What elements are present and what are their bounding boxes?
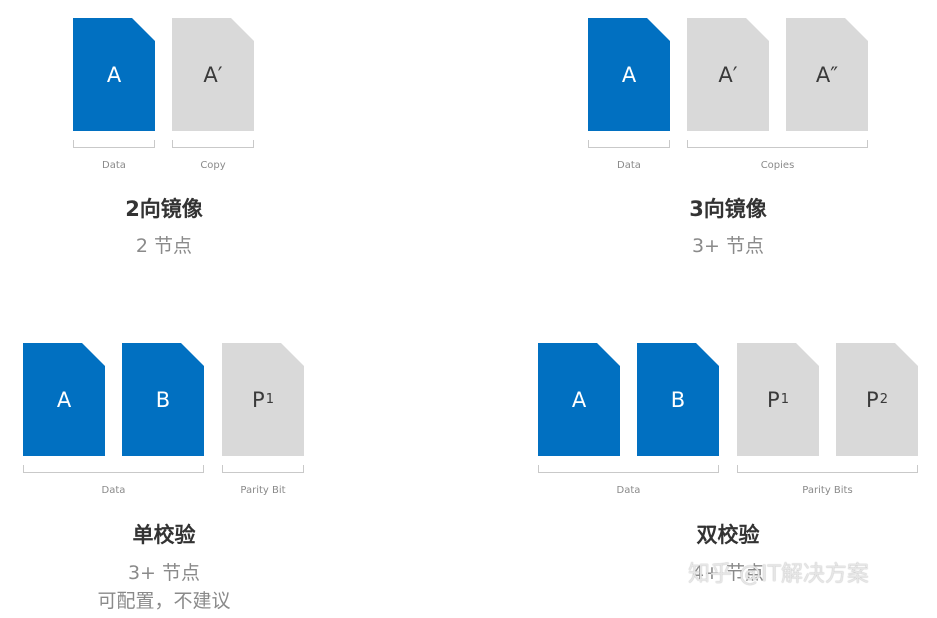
watermark: 知乎 @IT解决方案 (688, 562, 869, 587)
copy-bracket (172, 140, 254, 148)
data-block-b: B (122, 343, 204, 456)
panel-subtitle: 4+ 节点 (691, 562, 765, 584)
parity-bracket (222, 465, 304, 473)
copy-block-a-double-prime: A″ (786, 18, 868, 131)
panel-title: 单校验 (132, 523, 196, 547)
data-label: Data (101, 485, 126, 496)
copy-label: Copy (200, 160, 226, 171)
copies-label: Copies (760, 160, 795, 171)
panel-title: 3向镜像 (689, 197, 767, 221)
data-block-b: B (637, 343, 719, 456)
data-bracket (73, 140, 155, 148)
panel-title: 双校验 (696, 523, 760, 547)
panel-subtitle: 2 节点 (135, 235, 193, 257)
copy-block-a-prime: A′ (687, 18, 769, 131)
data-bracket (538, 465, 719, 473)
copies-bracket (687, 140, 868, 148)
data-bracket (23, 465, 204, 473)
data-bracket (588, 140, 670, 148)
data-block-a: A (538, 343, 620, 456)
panel-title: 2向镜像 (125, 197, 203, 221)
data-label: Data (617, 160, 641, 171)
data-label: Data (102, 160, 126, 171)
data-block-a: A (73, 18, 155, 131)
parity-bracket (737, 465, 918, 473)
data-block-a: A (23, 343, 105, 456)
copy-block-a-prime: A′ (172, 18, 254, 131)
panel-subtitle: 3+ 节点 (691, 235, 765, 257)
panel-subtitle: 3+ 节点 (127, 562, 201, 584)
parity-label: Parity Bits (802, 485, 853, 496)
panel-note: 可配置，不建议 (97, 590, 231, 612)
parity-label: Parity Bit (240, 485, 286, 496)
data-block-a: A (588, 18, 670, 131)
data-label: Data (616, 485, 641, 496)
